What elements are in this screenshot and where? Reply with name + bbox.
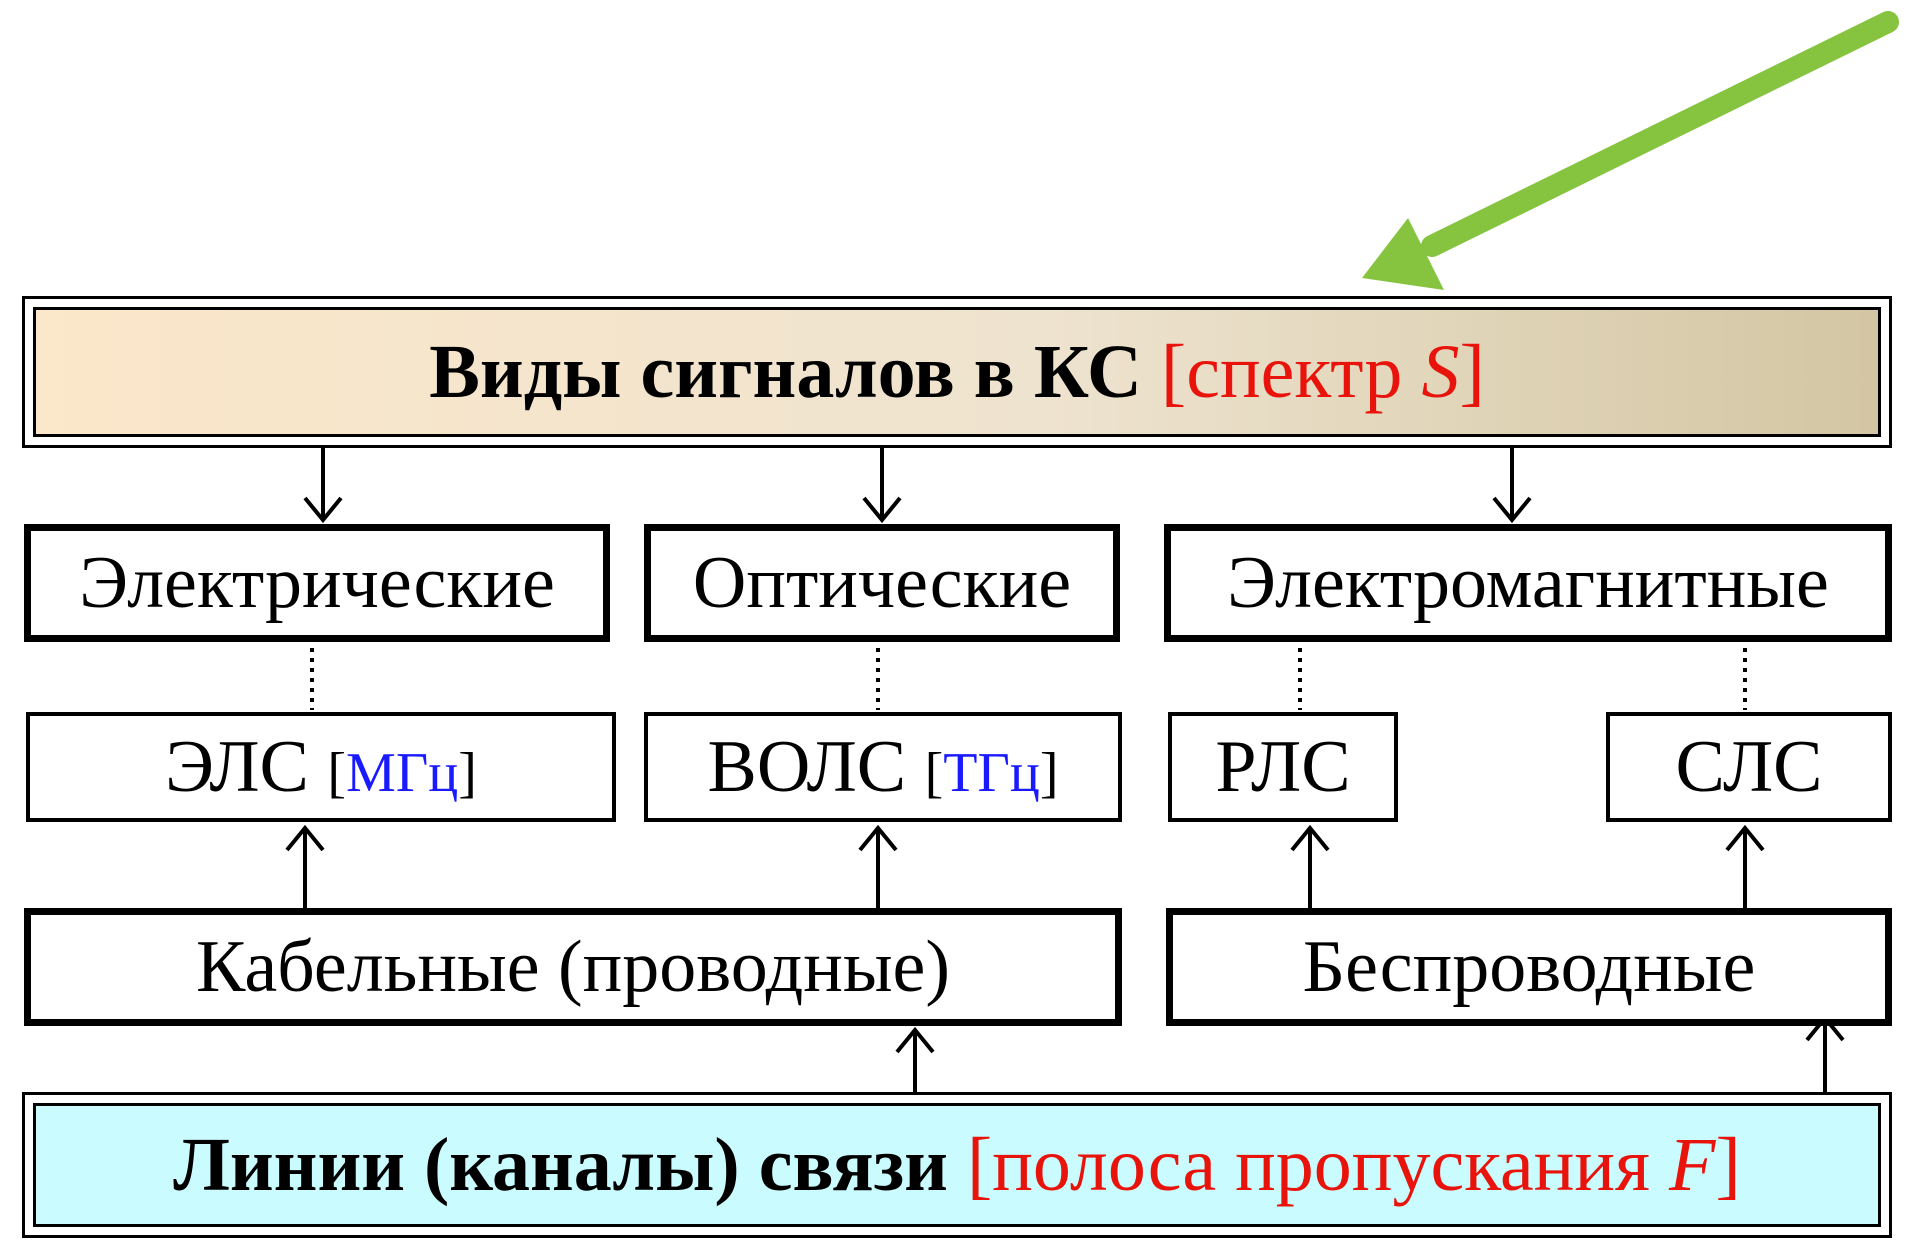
- header-to-electromagnetic-arrow: [1492, 448, 1532, 524]
- line-sls-label: СЛС: [1675, 726, 1823, 808]
- category-electric-label: Электрические: [79, 542, 555, 624]
- line-els-label: ЭЛС: [165, 726, 328, 808]
- line-vols-text: ВОЛС [ТГц]: [707, 730, 1058, 804]
- line-els-unit: МГц: [346, 742, 459, 804]
- footer-to-cable-arrow: [895, 1026, 935, 1098]
- cable-to-vols-arrow: [858, 824, 898, 908]
- footer-bandwidth: [полоса пропускания F]: [967, 1123, 1741, 1207]
- header-title: Виды сигналов в КС: [429, 330, 1142, 414]
- line-sls: СЛС: [1606, 712, 1892, 822]
- media-cable: Кабельные (проводные): [24, 908, 1122, 1026]
- cable-to-els-arrow: [285, 824, 325, 908]
- line-vols-label: ВОЛС: [707, 726, 925, 808]
- media-wireless-label: Беспроводные: [1302, 926, 1756, 1008]
- line-vols-unit: ТГц: [943, 742, 1040, 804]
- media-cable-label: Кабельные (проводные): [195, 926, 951, 1008]
- header-bracket-close: ]: [1459, 330, 1485, 414]
- header-spectrum-symbol: S: [1421, 330, 1460, 414]
- line-rls-label: РЛС: [1215, 726, 1351, 808]
- category-electromagnetic-label: Электромагнитные: [1227, 542, 1829, 624]
- line-vols: ВОЛС [ТГц]: [644, 712, 1122, 822]
- category-optical: Оптические: [644, 524, 1120, 642]
- header-to-electric-arrow: [303, 448, 343, 524]
- header-to-optical-arrow: [862, 448, 902, 524]
- line-vols-bracket-close: ]: [1039, 742, 1059, 804]
- footer-text: Линии (каналы) связи [полоса пропускания…: [173, 1127, 1741, 1203]
- line-els: ЭЛС [МГц]: [26, 712, 616, 822]
- footer-bracket-close: ]: [1715, 1123, 1741, 1207]
- header-spectrum-word: спектр: [1186, 330, 1422, 414]
- footer-title: Линии (каналы) связи: [173, 1123, 948, 1207]
- footer-bracket-open: [: [966, 1123, 993, 1207]
- line-els-bracket-open: [: [327, 742, 347, 804]
- footer-to-wireless-arrow: [1805, 1014, 1845, 1098]
- category-electromagnetic: Электромагнитные: [1164, 524, 1892, 642]
- signal-types-header: Виды сигналов в КС [спектр S]: [22, 296, 1892, 448]
- communication-lines-footer: Линии (каналы) связи [полоса пропускания…: [22, 1092, 1892, 1238]
- media-wireless: Беспроводные: [1166, 908, 1892, 1026]
- communication-lines-footer-band: Линии (каналы) связи [полоса пропускания…: [33, 1103, 1881, 1227]
- header-text: Виды сигналов в КС [спектр S]: [429, 334, 1485, 410]
- line-els-text: ЭЛС [МГц]: [165, 730, 477, 804]
- header-spectrum: [спектр S]: [1161, 330, 1485, 414]
- wireless-to-rls-arrow: [1290, 824, 1330, 908]
- line-els-bracket-close: ]: [458, 742, 477, 804]
- footer-bandwidth-word: полоса пропускания: [992, 1123, 1670, 1207]
- header-bracket-open: [: [1160, 330, 1187, 414]
- category-optical-label: Оптические: [692, 542, 1072, 624]
- line-vols-bracket-open: [: [924, 742, 944, 804]
- footer-bandwidth-symbol: F: [1669, 1123, 1716, 1207]
- signal-types-header-band: Виды сигналов в КС [спектр S]: [33, 307, 1881, 437]
- line-rls: РЛС: [1168, 712, 1398, 822]
- category-electric: Электрические: [24, 524, 610, 642]
- green-diagonal-arrow-icon: [1362, 11, 1899, 290]
- wireless-to-sls-arrow: [1725, 824, 1765, 908]
